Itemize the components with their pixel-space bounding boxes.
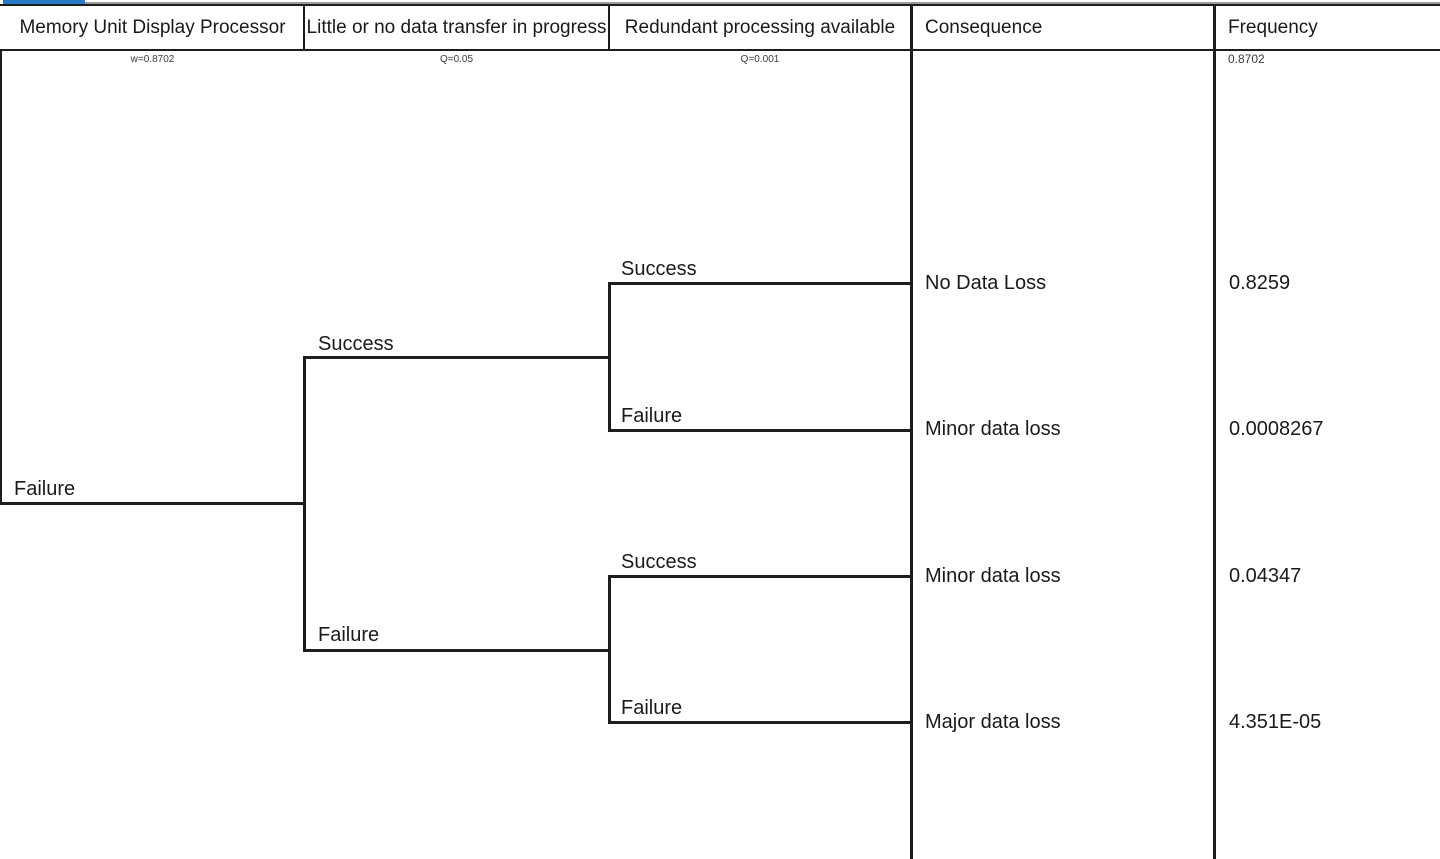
consequence-column-divider — [910, 5, 913, 859]
level3-lower-failure-line — [608, 721, 913, 724]
window-top-rule — [85, 2, 1440, 4]
column-header-3-value: Q=0.001 — [740, 54, 780, 65]
column-header-1-value: w=0.8702 — [130, 54, 175, 65]
level3-lower-failure-label: Failure — [621, 697, 683, 719]
trunk-line — [0, 502, 306, 505]
window-accent-sliver — [3, 0, 85, 4]
header-divider-2 — [608, 5, 610, 50]
consequence-value-3: Minor data loss — [925, 565, 1061, 587]
frequency-column-divider — [1213, 5, 1216, 859]
consequence-value-2: Minor data loss — [925, 418, 1061, 440]
consequence-value-1: No Data Loss — [925, 272, 1047, 294]
level3-upper-failure-label: Failure — [621, 405, 683, 427]
column-header-4: Consequence — [925, 16, 1043, 38]
level3-lower-success-line — [608, 575, 913, 578]
header-bottom-border — [0, 49, 1440, 51]
frequency-value-4: 4.351E-05 — [1229, 711, 1322, 733]
column-header-1: Memory Unit Display Processor — [19, 16, 286, 38]
level3-upper-splitter — [608, 282, 611, 432]
level3-upper-success-label: Success — [621, 258, 697, 280]
column-header-2-value: Q=0.05 — [439, 54, 474, 65]
header-top-border — [0, 4, 1440, 6]
level3-lower-splitter — [608, 575, 611, 724]
consequence-value-4: Major data loss — [925, 711, 1061, 733]
header-divider-1 — [303, 5, 305, 50]
column-header-5-value: 0.8702 — [1228, 52, 1265, 66]
level3-upper-success-line — [608, 282, 913, 285]
level2-failure-line — [303, 649, 611, 652]
left-outer-edge — [0, 51, 2, 503]
level2-failure-label: Failure — [318, 624, 380, 646]
level2-success-label: Success — [318, 333, 394, 355]
level3-upper-failure-line — [608, 429, 913, 432]
frequency-value-3: 0.04347 — [1229, 565, 1302, 587]
frequency-value-1: 0.8259 — [1229, 272, 1291, 294]
column-header-3: Redundant processing available — [624, 16, 896, 38]
initiating-event-label: Failure — [14, 478, 76, 500]
level2-splitter — [303, 356, 306, 652]
frequency-value-2: 0.0008267 — [1229, 418, 1324, 440]
column-header-2: Little or no data transfer in progress — [306, 16, 607, 38]
level3-lower-success-label: Success — [621, 551, 697, 573]
level2-success-line — [303, 356, 611, 359]
column-header-5: Frequency — [1228, 16, 1318, 38]
